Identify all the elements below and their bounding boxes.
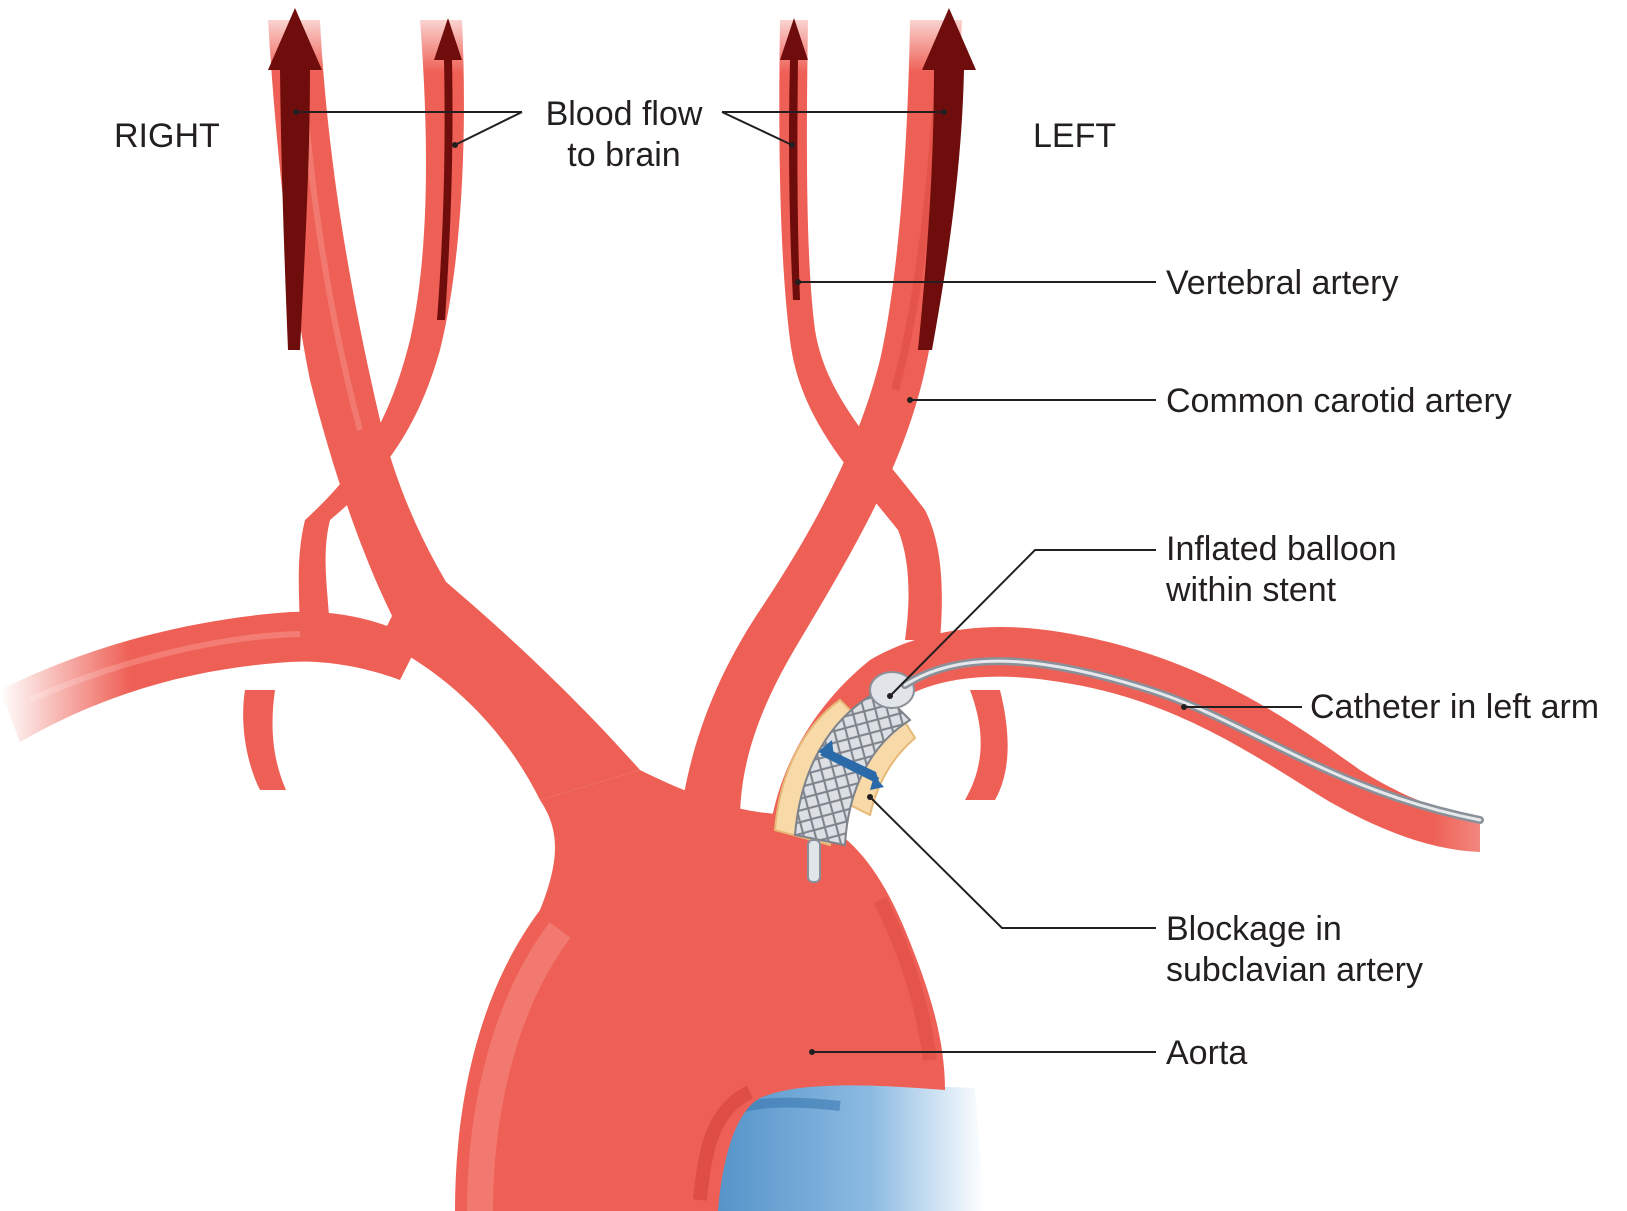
blockage-label-line2: subclavian artery: [1166, 951, 1423, 989]
common-carotid-artery-label: Common carotid artery: [1166, 382, 1512, 420]
left-side-label: LEFT: [1033, 117, 1116, 155]
vertebral-artery-label: Vertebral artery: [1166, 264, 1398, 302]
blood-flow-label-line2: to brain: [567, 136, 680, 174]
blood-flow-label-line1: Blood flow: [546, 95, 703, 133]
aorta-label: Aorta: [1166, 1034, 1247, 1072]
right-side-label: RIGHT: [114, 117, 220, 155]
catheter-label: Catheter in left arm: [1310, 688, 1599, 726]
inflated-balloon-label-line2: within stent: [1165, 571, 1337, 609]
blockage-label-line1: Blockage in: [1166, 910, 1342, 948]
inflated-balloon-label-line1: Inflated balloon: [1166, 530, 1397, 568]
